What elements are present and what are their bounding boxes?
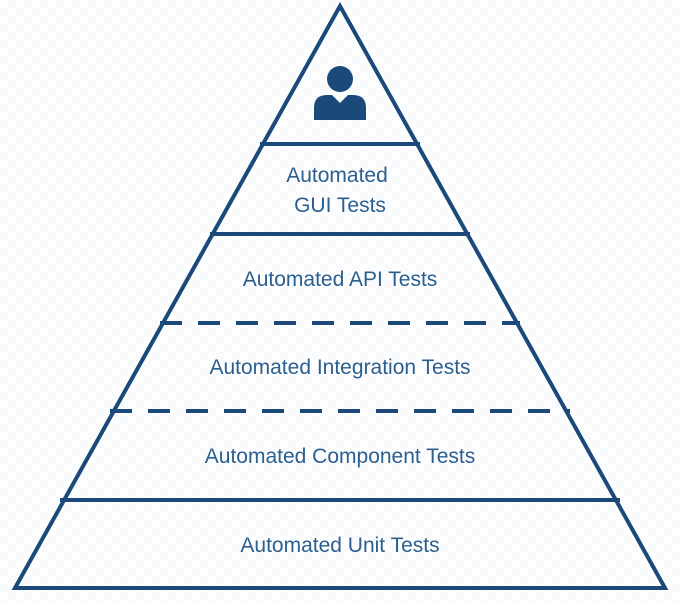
pyramid-outline	[11, 1, 669, 590]
tier-label-unit: Automated Unit Tests	[240, 534, 439, 557]
tier-label-gui-line2: GUI Tests	[294, 194, 386, 217]
tier-label-component: Automated Component Tests	[205, 445, 475, 468]
tier-label-integration: Automated Integration Tests	[209, 356, 470, 379]
tier-label-gui-line1: Automated	[286, 164, 388, 187]
person-icon	[314, 66, 366, 120]
tier-label-api: Automated API Tests	[243, 268, 438, 291]
